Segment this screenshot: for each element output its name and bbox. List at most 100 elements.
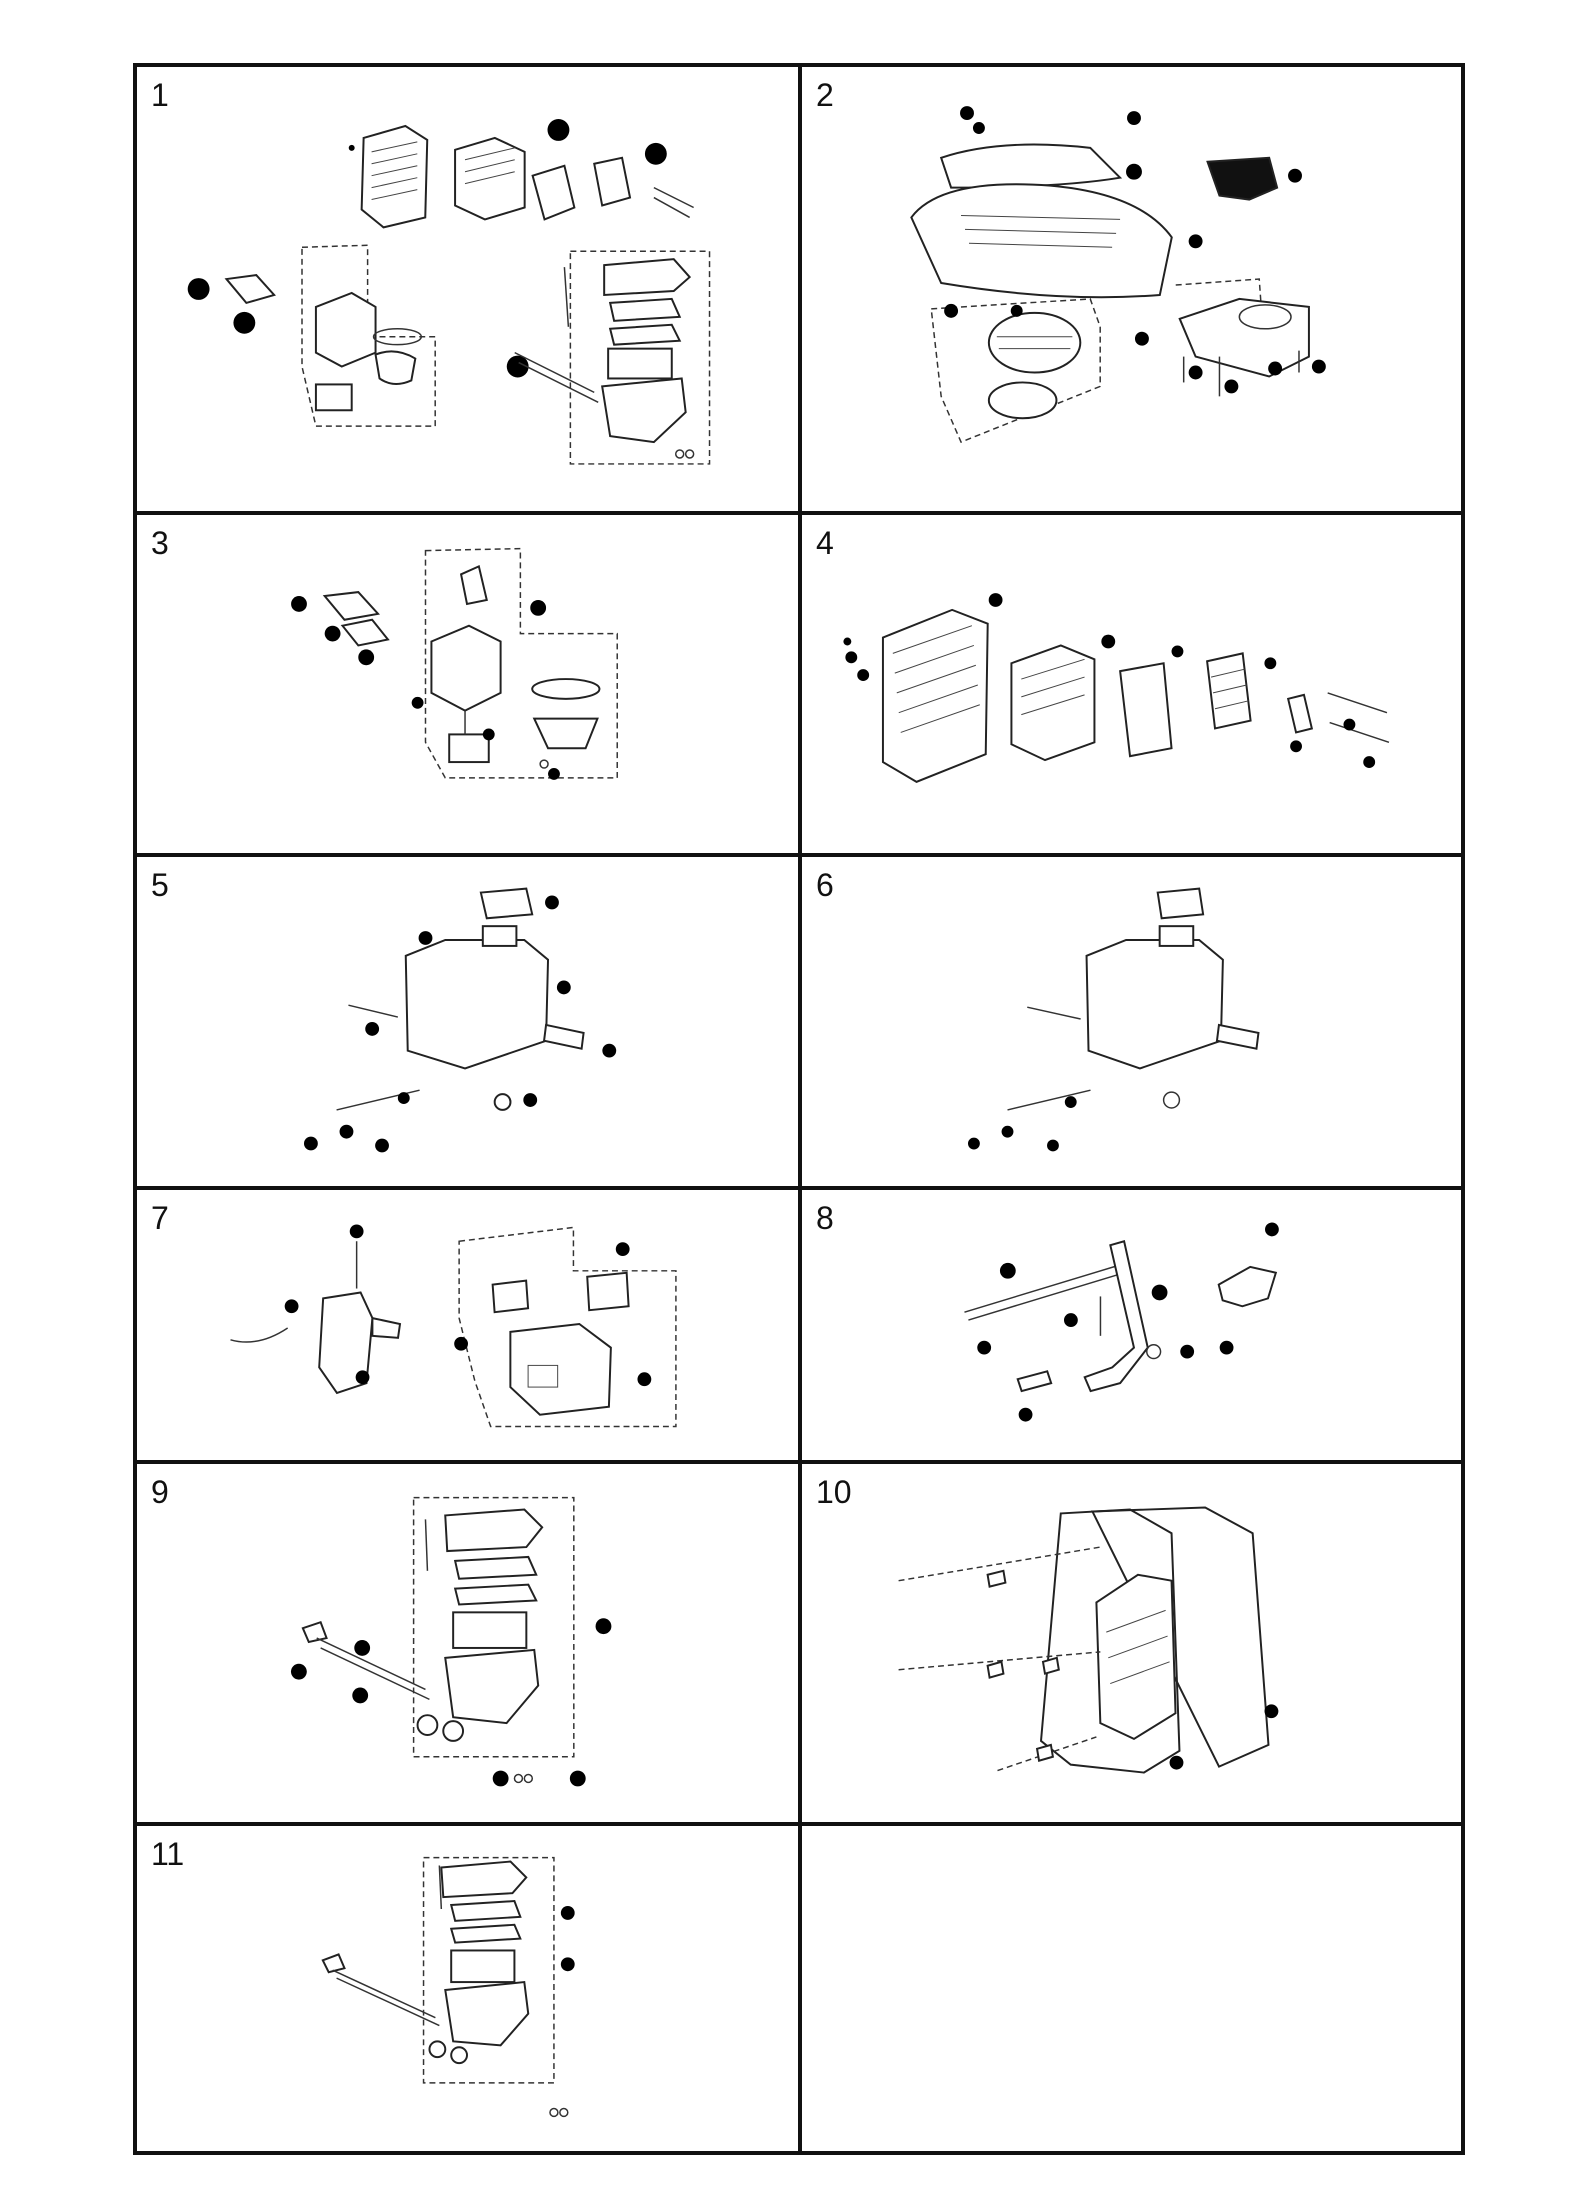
panel-4-drawing — [843, 593, 1390, 783]
callout-marker — [615, 1242, 630, 1257]
callout-marker — [556, 980, 571, 995]
air-filter-element-part — [1010, 644, 1096, 762]
float-bowl-gasket-part — [531, 678, 601, 700]
panel-11: 11 — [137, 1826, 802, 2151]
callout-marker — [348, 144, 355, 151]
filter-mesh-part — [1206, 652, 1252, 730]
callout-marker — [1188, 234, 1203, 249]
panel-2: 2 — [802, 67, 1461, 511]
panel-2-drawing — [910, 106, 1326, 444]
logo-badge-part — [1206, 156, 1279, 201]
callout-marker — [637, 1372, 652, 1387]
panel-row-2: 3 — [137, 511, 1461, 853]
callout-marker — [944, 303, 959, 318]
callout-marker — [1134, 331, 1149, 346]
muffler-part — [1095, 1573, 1177, 1741]
callout-marker — [1171, 645, 1184, 658]
callout-marker — [290, 1663, 307, 1680]
callout-marker — [960, 106, 974, 121]
callout-marker — [324, 625, 341, 642]
panel-9-drawing — [290, 1496, 612, 1787]
panel-12-empty — [802, 1826, 1461, 2151]
callout-marker — [1343, 718, 1356, 731]
bracket-part — [1119, 662, 1173, 758]
bracket-part — [1217, 1265, 1278, 1308]
callout-marker — [1151, 1284, 1168, 1301]
callout-marker — [843, 637, 852, 646]
fuel-cap-part — [479, 887, 534, 920]
callout-marker — [358, 649, 375, 666]
callout-marker — [411, 696, 424, 709]
callout-marker — [349, 1224, 364, 1239]
panel-row-1: 1 — [137, 67, 1461, 511]
callout-marker — [1219, 1340, 1234, 1355]
callout-marker — [1010, 304, 1023, 317]
callout-marker — [1224, 379, 1239, 394]
callout-marker — [1290, 740, 1302, 753]
air-filter-element-part — [454, 136, 526, 221]
panel-number: 7 — [151, 1200, 169, 1236]
callout-marker — [1268, 361, 1283, 376]
panel-row-3: 5 — [137, 853, 1461, 1186]
control-box-part — [509, 1322, 612, 1416]
carburetor-part — [314, 291, 423, 412]
float-bowl-part — [532, 717, 599, 750]
callout-marker — [354, 1640, 371, 1656]
fuel-tank-part — [1085, 925, 1224, 1070]
parts-diagram-sheet: 1 — [133, 63, 1465, 2155]
panel-5-drawing — [303, 887, 617, 1153]
callout-marker — [523, 1093, 538, 1107]
air-cleaner-cover-part — [360, 124, 429, 229]
panel-row-6: 11 — [137, 1822, 1461, 2151]
callout-marker — [560, 1957, 575, 1972]
callout-marker — [548, 768, 560, 780]
carburetor-part — [430, 565, 502, 764]
callout-marker — [1363, 756, 1376, 769]
panel-5: 5 — [137, 857, 802, 1186]
callout-marker — [291, 596, 307, 612]
callout-marker — [1127, 111, 1141, 125]
callout-marker — [569, 1770, 586, 1787]
callout-marker — [972, 122, 985, 134]
callout-marker — [545, 895, 559, 910]
throttle-lever-part — [1083, 1240, 1149, 1393]
panel-10: 10 — [802, 1464, 1461, 1822]
air-cleaner-housing-part — [428, 1860, 530, 2065]
callout-marker — [1264, 1704, 1279, 1719]
callout-marker — [547, 119, 570, 141]
callout-marker — [506, 355, 529, 378]
callout-marker — [187, 278, 210, 300]
callout-marker — [418, 931, 433, 945]
bolt-part — [898, 1546, 1101, 1772]
callout-marker — [530, 599, 547, 616]
callout-marker — [1264, 657, 1277, 670]
panel-number: 3 — [151, 525, 169, 561]
callout-marker — [845, 651, 858, 664]
callout-marker — [352, 1687, 369, 1704]
fuel-cap-part — [1156, 887, 1205, 920]
callout-marker — [595, 1618, 612, 1635]
callout-marker — [1180, 1344, 1195, 1359]
engine-shroud-part — [910, 183, 1173, 299]
panel-7: 7 — [137, 1190, 802, 1460]
callout-marker — [560, 1906, 575, 1920]
recoil-starter-part — [987, 311, 1082, 420]
panel-row-5: 9 — [137, 1460, 1461, 1822]
panel-7-drawing — [230, 1224, 677, 1428]
panel-number: 6 — [816, 867, 834, 903]
callout-marker — [1265, 1222, 1279, 1237]
panel-1: 1 — [137, 67, 802, 511]
panel-number: 1 — [151, 77, 169, 113]
callout-marker — [1311, 359, 1326, 374]
callout-marker — [999, 1262, 1016, 1279]
callout-marker — [602, 1043, 617, 1058]
callout-marker — [365, 1021, 380, 1036]
panel-11-drawing — [321, 1856, 575, 2118]
panel-3-drawing — [291, 547, 618, 780]
callout-marker — [857, 669, 870, 682]
panel-8: 8 — [802, 1190, 1461, 1460]
callout-marker — [1126, 163, 1142, 180]
callout-marker — [303, 1136, 318, 1151]
callout-marker — [977, 1340, 992, 1355]
panel-1-drawing — [187, 119, 711, 465]
